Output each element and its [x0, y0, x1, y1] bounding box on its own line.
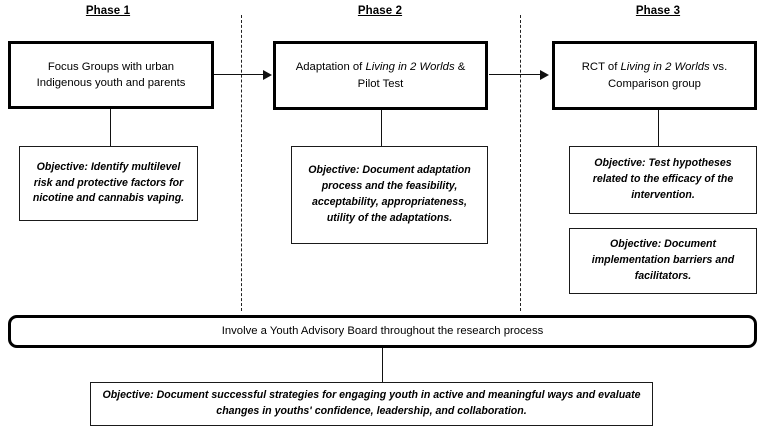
- phase-3-objective-a-lead: Objective:: [594, 157, 646, 170]
- arrow-1-to-2-head: [263, 70, 272, 80]
- arrow-2-to-3-line: [489, 74, 541, 76]
- phase-1-box: Focus Groups with urban Indigenous youth…: [8, 41, 214, 109]
- phase-1-line-2: Indigenous youth and parents: [36, 77, 186, 89]
- bottom-objective-box: Objective: Document successful strategie…: [90, 382, 653, 426]
- phase-2-text-italic: Living in 2 Worlds: [365, 61, 455, 74]
- phase-1-objective-body: Identify multilevel risk and protective …: [32, 160, 185, 205]
- phase-1-line-1: Focus Groups with urban: [47, 60, 175, 73]
- bottom-objective-body: Document successful strategies for engag…: [153, 389, 641, 417]
- phase-2-objective-connector: [381, 110, 383, 146]
- phase-2-box: Adaptation of Living in 2 Worlds & Pilot…: [273, 41, 488, 110]
- phase-1-objective-box: Objective: Identify multilevel risk and …: [19, 146, 198, 221]
- phase-2-box-text: Adaptation of Living in 2 Worlds & Pilot…: [288, 59, 474, 92]
- bottom-objective-text: Objective: Document successful strategie…: [91, 388, 652, 420]
- phase-3-line-2: Comparison group: [608, 77, 701, 90]
- phase-1-objective-connector: [110, 109, 112, 146]
- phase-3-objective-box-a: Objective: Test hypotheses related to th…: [569, 146, 757, 214]
- phase-3-objective-connector: [658, 110, 660, 146]
- phase-2-objective-lead: Objective:: [308, 164, 360, 177]
- phase-2-line-2: Pilot Test: [357, 77, 404, 90]
- phase-3-box: RCT of Living in 2 Worlds vs. Comparison…: [552, 41, 757, 110]
- youth-advisory-board-bar: Involve a Youth Advisory Board throughou…: [8, 315, 757, 348]
- phase-3-objective-a-text: Objective: Test hypotheses related to th…: [570, 156, 756, 204]
- phase-3-box-text: RCT of Living in 2 Worlds vs. Comparison…: [574, 59, 735, 92]
- phase-3-objective-b-text: Objective: Document implementation barri…: [570, 237, 756, 285]
- phase-2-label: Phase 2: [357, 5, 403, 17]
- youth-advisory-board-text: Involve a Youth Advisory Board throughou…: [221, 324, 544, 337]
- phase-3-label: Phase 3: [635, 5, 681, 17]
- phase-2-text-post: &: [454, 61, 466, 74]
- column-divider-2: [520, 15, 521, 311]
- bottom-objective-connector: [382, 348, 384, 382]
- phase-3-text-pre: RCT of: [581, 61, 621, 74]
- phase-3-objective-b-lead: Objective:: [610, 238, 662, 251]
- phase-1-objective-text: Objective: Identify multilevel risk and …: [20, 160, 197, 208]
- phase-3-objective-a-body: Test hypotheses related to the efficacy …: [592, 157, 734, 201]
- phase-3-text-post: vs.: [709, 61, 728, 74]
- phase-1-label: Phase 1: [85, 5, 131, 17]
- column-divider-1: [241, 15, 242, 311]
- arrow-1-to-2-line: [214, 74, 264, 76]
- phase-2-objective-box: Objective: Document adaptation process a…: [291, 146, 488, 244]
- phase-2-objective-text: Objective: Document adaptation process a…: [292, 163, 487, 227]
- phase-1-box-text: Focus Groups with urban Indigenous youth…: [29, 59, 194, 92]
- phase-3-text-italic: Living in 2 Worlds: [620, 61, 710, 74]
- arrow-2-to-3-head: [540, 70, 549, 80]
- phase-1-objective-lead: Objective:: [36, 160, 88, 173]
- bottom-objective-lead: Objective:: [102, 389, 154, 402]
- phase-2-text-pre: Adaptation of: [295, 61, 366, 74]
- phase-2-objective-body: Document adaptation process and the feas…: [311, 164, 471, 224]
- phase-3-objective-b-body: Document implementation barriers and fac…: [591, 238, 735, 282]
- phase-3-objective-box-b: Objective: Document implementation barri…: [569, 228, 757, 294]
